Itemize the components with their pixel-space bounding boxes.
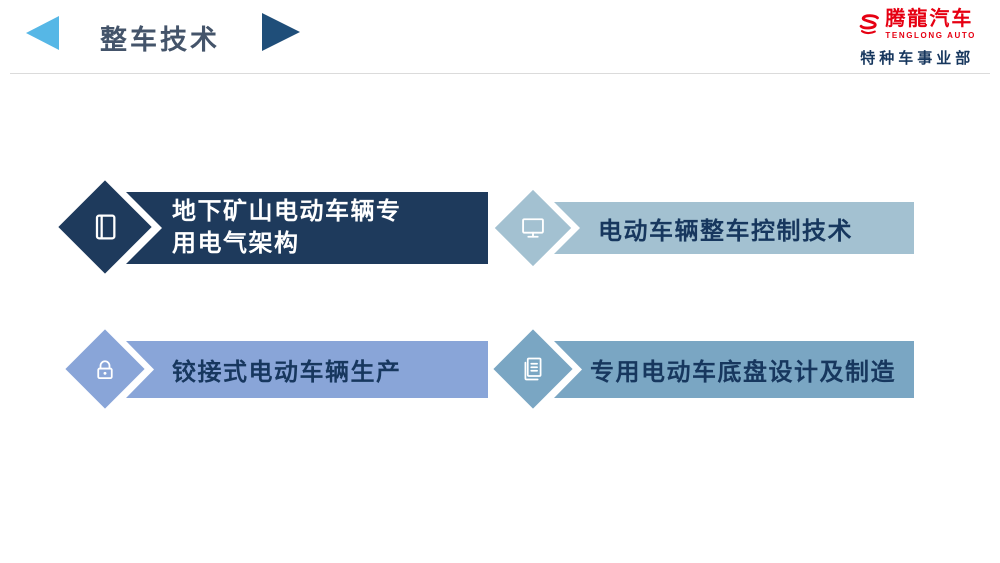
logo-brand-row: 腾龍汽车 TENGLONG AUTO [858, 8, 976, 40]
feature-diamond [493, 329, 573, 409]
company-logo: 腾龍汽车 TENGLONG AUTO 特种车事业部 [858, 8, 976, 68]
feature-label: 铰接式电动车辆生产 [172, 359, 402, 386]
tenglong-logo-icon [860, 13, 880, 34]
feature-label: 地下矿山电动车辆专 用电气架构 [172, 198, 402, 257]
feature-diamond [65, 329, 145, 409]
right-triangle-icon [262, 13, 300, 51]
logo-division-name: 特种车事业部 [860, 50, 975, 67]
logo-brand-text: 腾龍汽车 TENGLONG AUTO [885, 8, 976, 40]
lock-icon [97, 359, 113, 379]
feature-banner-vehicle-control: 电动车辆整车控制技术 [554, 202, 914, 254]
feature-diamond [494, 189, 572, 267]
feature-label: 电动车辆整车控制技术 [598, 217, 853, 245]
feature-label: 专用电动车底盘设计及制造 [590, 359, 896, 386]
feature-diamond [58, 180, 152, 274]
monitor-icon [522, 218, 544, 238]
feature-banner-ev-electrical-architecture: 地下矿山电动车辆专 用电气架构 [126, 192, 488, 264]
feature-banner-chassis-design: 专用电动车底盘设计及制造 [554, 341, 914, 398]
book-icon [95, 214, 116, 240]
document-icon [524, 357, 542, 381]
logo-brand-name: 腾龍汽车 [885, 8, 974, 30]
page-title: 整车技术 [100, 25, 220, 55]
left-triangle-icon [26, 16, 59, 50]
header-divider [10, 73, 990, 74]
feature-banner-articulated-ev-production: 铰接式电动车辆生产 [126, 341, 488, 398]
logo-brand-name-en: TENGLONG AUTO [885, 31, 976, 40]
